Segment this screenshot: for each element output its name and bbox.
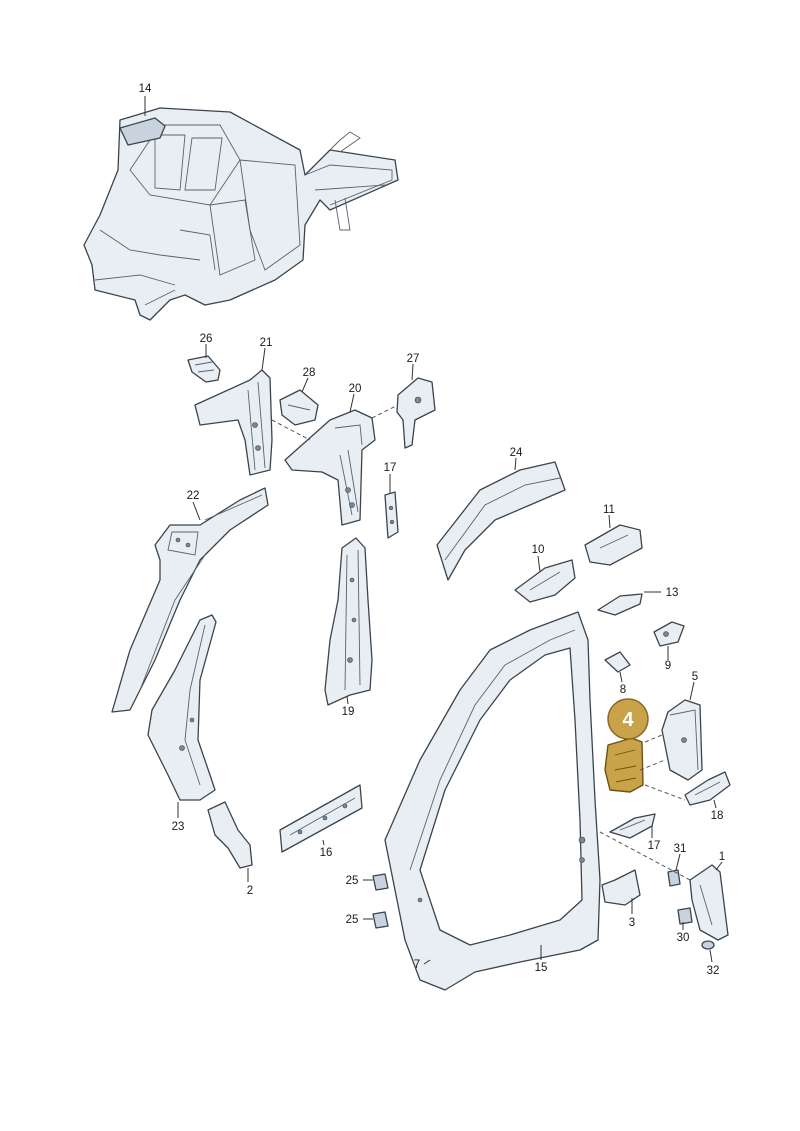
callout-13: 13 bbox=[666, 587, 679, 599]
callout-25-b: 25 bbox=[346, 914, 359, 926]
callout-24: 24 bbox=[510, 447, 523, 459]
part-2-bracket bbox=[207, 801, 253, 869]
part-25-clip-b bbox=[372, 911, 389, 929]
part-32-plug bbox=[701, 940, 715, 950]
callout-21: 21 bbox=[260, 337, 273, 349]
callout-11: 11 bbox=[603, 504, 615, 516]
part-19-b-pillar bbox=[324, 537, 373, 706]
highlight-badge-label: 4 bbox=[622, 709, 634, 731]
part-11-bracket bbox=[584, 524, 643, 566]
part-8-bracket bbox=[604, 651, 631, 673]
callout-8: 8 bbox=[620, 684, 626, 696]
body-frame-overview bbox=[83, 107, 399, 321]
part-21-pillar bbox=[194, 369, 273, 476]
callout-17-upper: 17 bbox=[384, 462, 397, 474]
callout-3: 3 bbox=[629, 917, 635, 929]
part-23-a-pillar-lower bbox=[147, 614, 217, 801]
part-17-upper bbox=[384, 491, 399, 539]
highlight-badge: 4 bbox=[607, 698, 649, 740]
part-9-bracket bbox=[653, 621, 685, 647]
callout-23: 23 bbox=[172, 821, 185, 833]
callout-7: 7 bbox=[414, 959, 420, 971]
part-17-lower bbox=[609, 813, 656, 839]
callout-17-lower: 17 bbox=[648, 840, 661, 852]
part-30-bolt bbox=[677, 907, 693, 925]
highlight-badge-circle bbox=[607, 698, 649, 740]
part-25-clip-a bbox=[372, 873, 389, 891]
callout-1: 1 bbox=[719, 851, 725, 863]
part-24-roof-rail bbox=[436, 461, 566, 581]
callout-19: 19 bbox=[342, 706, 355, 718]
callout-5: 5 bbox=[692, 671, 698, 683]
part-22-a-pillar bbox=[111, 487, 269, 713]
part-20-bracket bbox=[284, 409, 376, 526]
callout-16: 16 bbox=[320, 847, 333, 859]
leader-lines bbox=[144, 96, 723, 965]
part-13-bracket bbox=[597, 593, 643, 616]
part-1-panel bbox=[689, 864, 729, 941]
callout-26: 26 bbox=[200, 333, 213, 345]
callout-32: 32 bbox=[707, 965, 720, 977]
callout-9: 9 bbox=[665, 660, 671, 672]
callout-labels: 14 26 21 28 20 27 17 24 22 11 10 13 9 8 … bbox=[139, 83, 726, 977]
callout-28: 28 bbox=[303, 367, 316, 379]
part-27-bracket bbox=[396, 377, 436, 449]
callout-20: 20 bbox=[349, 383, 362, 395]
callout-30: 30 bbox=[677, 932, 690, 944]
part-3-bracket bbox=[601, 869, 641, 906]
callout-22: 22 bbox=[187, 490, 200, 502]
part-16-sill-plate bbox=[279, 784, 363, 853]
callout-31: 31 bbox=[674, 843, 687, 855]
callout-27: 27 bbox=[407, 353, 420, 365]
callout-2: 2 bbox=[247, 885, 253, 897]
part-4-highlighted bbox=[604, 737, 644, 793]
callout-10: 10 bbox=[532, 544, 545, 556]
callout-18: 18 bbox=[711, 810, 724, 822]
callout-15: 15 bbox=[535, 962, 548, 974]
part-26-clip bbox=[187, 355, 221, 383]
part-31-bolt bbox=[667, 869, 681, 887]
callout-14: 14 bbox=[139, 83, 152, 95]
callout-25-a: 25 bbox=[346, 875, 359, 887]
